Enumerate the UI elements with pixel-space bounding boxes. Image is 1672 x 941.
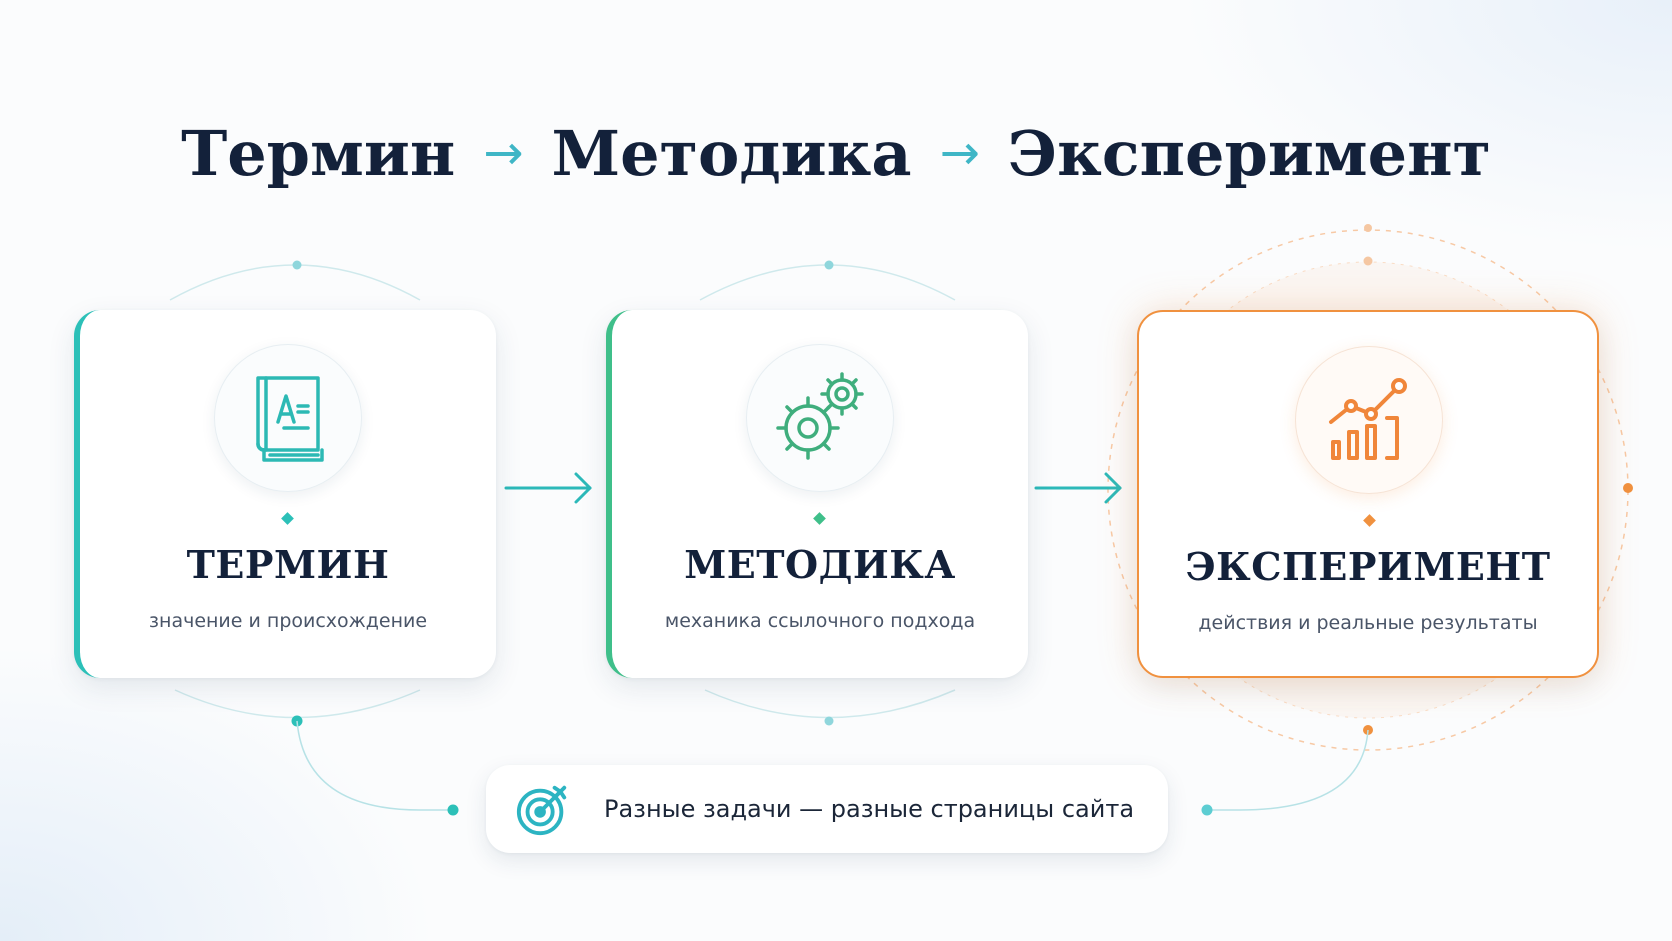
card-eksperiment: ЭКСПЕРИМЕНТ действия и реальные результа… bbox=[1137, 310, 1599, 678]
headline-step-metodika: Методика bbox=[551, 116, 912, 190]
headline: Термин → Методика → Эксперимент bbox=[0, 108, 1672, 198]
headline-step-termin: Термин bbox=[181, 116, 456, 190]
orbit-dot bbox=[824, 260, 834, 270]
connector-dot bbox=[1201, 804, 1213, 816]
arrow-termin-to-metodika bbox=[504, 472, 592, 504]
orbit-dot bbox=[1623, 483, 1633, 493]
headline-step-eksperiment: Эксперимент bbox=[1007, 116, 1491, 190]
card-termin: ТЕРМИН значение и происхождение bbox=[74, 310, 496, 678]
orbit-dot bbox=[824, 716, 834, 726]
note-text: Разные задачи — разные страницы сайта bbox=[604, 795, 1135, 823]
accent-diamond bbox=[813, 512, 826, 525]
card-subtitle: механика ссылочного подхода bbox=[664, 610, 976, 632]
card-metodika: МЕТОДИКА механика ссылочного подхода bbox=[606, 310, 1028, 678]
card-title: ТЕРМИН bbox=[186, 542, 390, 587]
card-title: МЕТОДИКА bbox=[684, 542, 956, 587]
accent-diamond bbox=[281, 512, 294, 525]
book-icon bbox=[256, 376, 324, 462]
note-pill: Разные задачи — разные страницы сайта bbox=[486, 765, 1168, 853]
card-subtitle: значение и происхождение bbox=[148, 610, 428, 632]
orbit-dot bbox=[1363, 256, 1373, 266]
card-title: ЭКСПЕРИМЕНТ bbox=[1185, 544, 1551, 589]
arrow-metodika-to-eksperiment bbox=[1034, 472, 1122, 504]
gears-icon bbox=[776, 372, 864, 460]
icon-circle bbox=[214, 344, 362, 492]
icon-circle bbox=[746, 344, 894, 492]
connector-dot bbox=[447, 804, 459, 816]
card-subtitle: действия и реальные результаты bbox=[1198, 612, 1538, 634]
headline-arrow-icon: → bbox=[939, 125, 980, 181]
chart-growth-icon bbox=[1329, 378, 1407, 460]
orbit-dot bbox=[292, 260, 302, 270]
orbit-dot bbox=[1364, 224, 1372, 232]
accent-diamond bbox=[1363, 514, 1376, 527]
headline-arrow-icon: → bbox=[483, 125, 524, 181]
icon-circle bbox=[1295, 346, 1443, 494]
target-icon bbox=[516, 785, 567, 836]
